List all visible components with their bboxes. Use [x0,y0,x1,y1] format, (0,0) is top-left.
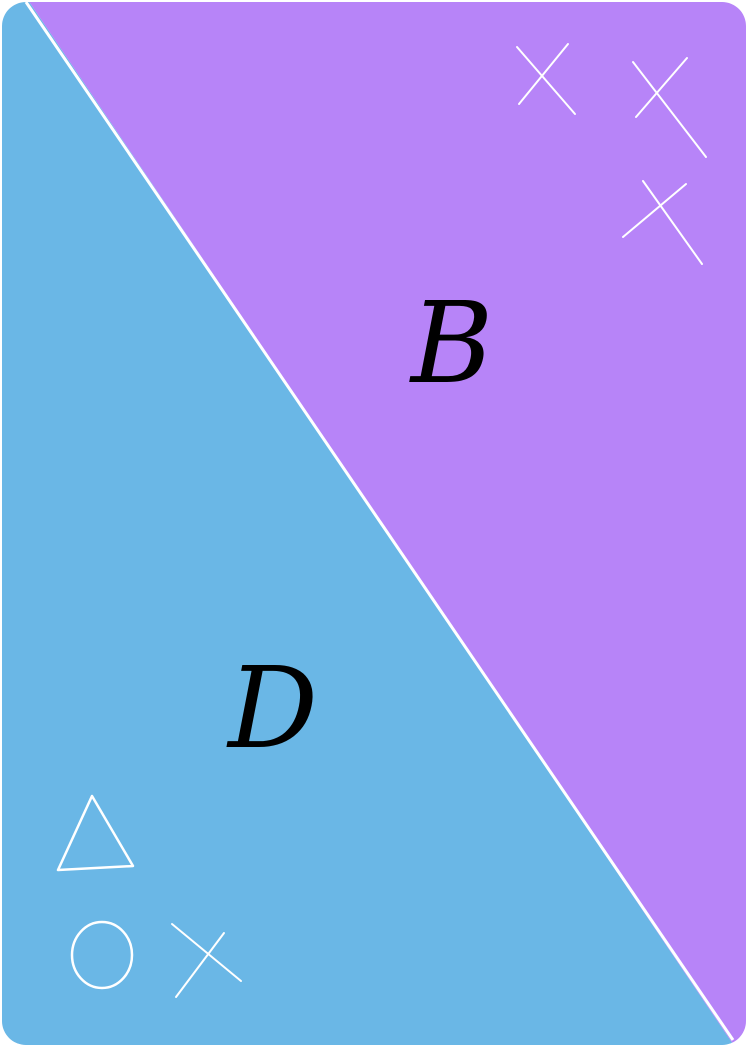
diagonal-divider [24,2,735,1041]
letter-D: D [226,644,318,774]
region-top-right[interactable] [28,0,748,1047]
cross-icon [516,43,576,115]
cross-icon [622,180,703,265]
circle-icon [70,920,134,990]
cross-icon [632,57,707,158]
letter-B: B [409,279,493,409]
triangle-icon [56,794,135,872]
cross-icon [171,923,242,998]
